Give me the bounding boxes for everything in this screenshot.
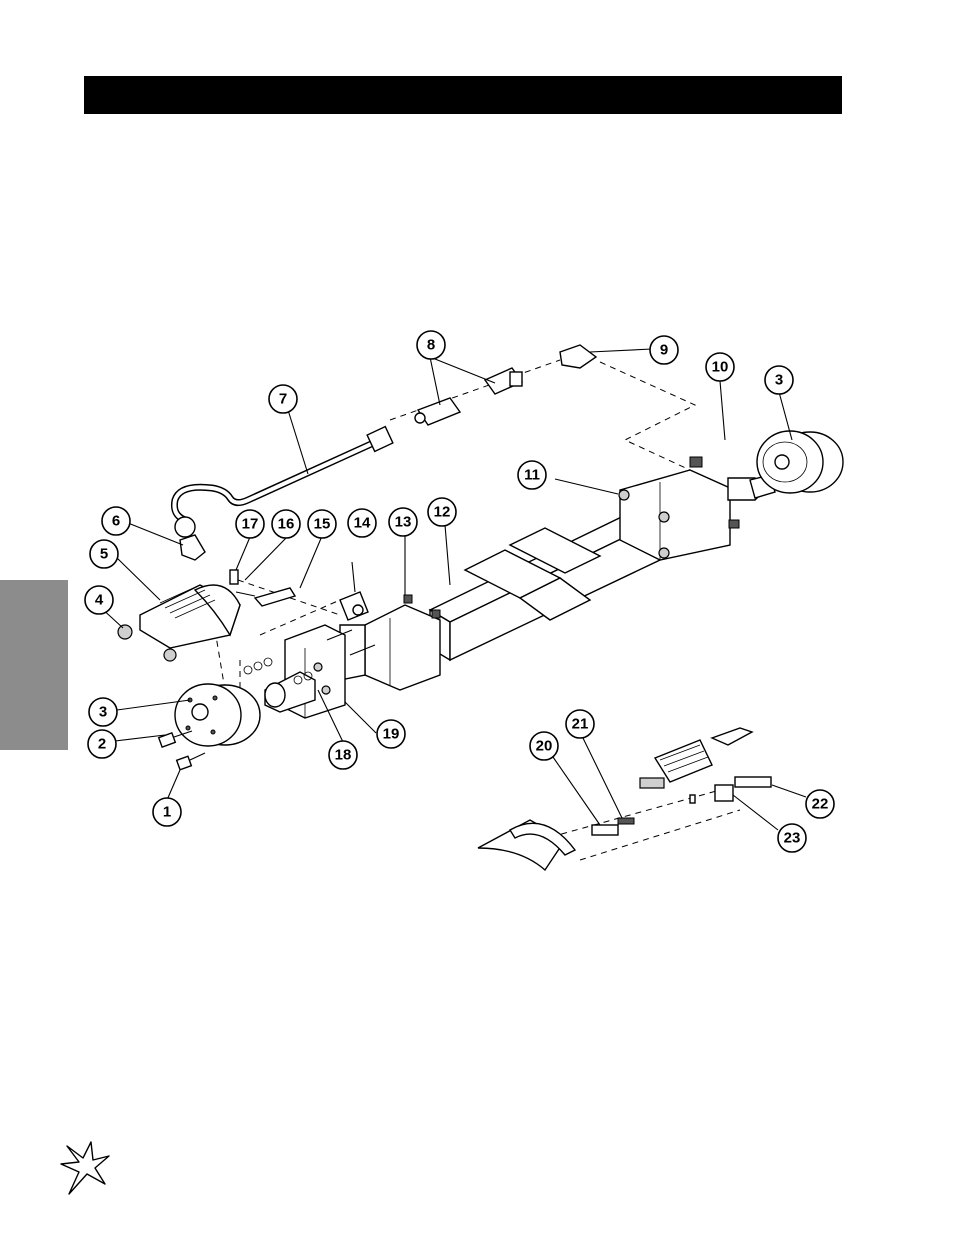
callout-6: 6 (101, 506, 131, 536)
callout-7: 7 (268, 384, 298, 414)
callout-23: 23 (777, 823, 807, 853)
svg-text:19: 19 (383, 726, 400, 743)
tee-fittings (414, 367, 524, 426)
callout-20: 20 (529, 731, 559, 761)
callout-13: 13 (388, 507, 418, 537)
callout-16: 16 (271, 509, 301, 539)
svg-text:15: 15 (314, 516, 331, 533)
studs-and-bearings (243, 629, 376, 685)
svg-text:16: 16 (278, 516, 295, 533)
callout-9: 9 (649, 335, 679, 365)
callout-14: 14 (347, 508, 377, 538)
svg-text:17: 17 (242, 516, 259, 533)
svg-text:18: 18 (335, 747, 352, 764)
callouts: 1 2 3 3 4 5 6 7 8 9 10 11 12 13 14 15 16… (84, 330, 835, 853)
callout-17: 17 (235, 509, 265, 539)
svg-text:12: 12 (434, 504, 451, 521)
spring-seat-brackets (463, 527, 602, 621)
star-burst-logo-icon (60, 1141, 110, 1195)
callout-1: 1 (152, 797, 182, 827)
left-brake-drum (174, 683, 261, 747)
right-axle-end (618, 456, 776, 561)
callout-12: 12 (427, 497, 457, 527)
elbow-fitting (559, 344, 598, 369)
svg-text:9: 9 (660, 342, 668, 359)
svg-text:5: 5 (100, 546, 108, 563)
svg-text:22: 22 (812, 796, 829, 813)
callout-2: 2 (87, 729, 117, 759)
section-side-tab (0, 580, 68, 750)
magnet-kit (477, 727, 772, 872)
callout-18: 18 (328, 740, 358, 770)
left-magnet-assembly (117, 584, 241, 662)
callout-11: 11 (517, 460, 547, 490)
svg-text:14: 14 (354, 515, 371, 532)
callout-5: 5 (89, 539, 119, 569)
svg-text:3: 3 (99, 704, 107, 721)
left-axle-end (339, 604, 441, 691)
svg-text:21: 21 (572, 716, 589, 733)
callout-19: 19 (376, 719, 406, 749)
svg-text:13: 13 (395, 514, 412, 531)
callout-15: 15 (307, 509, 337, 539)
callout-3-left: 3 (88, 697, 118, 727)
callout-10: 10 (705, 352, 735, 382)
header-bar (84, 76, 842, 114)
callout-4: 4 (84, 585, 114, 615)
svg-text:6: 6 (112, 513, 120, 530)
right-brake-drum (756, 430, 844, 494)
svg-text:20: 20 (536, 738, 553, 755)
left-brake-flange (264, 624, 346, 719)
svg-text:4: 4 (95, 592, 104, 609)
svg-text:2: 2 (98, 736, 106, 753)
svg-text:11: 11 (524, 467, 540, 484)
callout-22: 22 (805, 789, 835, 819)
svg-text:1: 1 (163, 804, 171, 821)
svg-text:10: 10 (712, 359, 729, 376)
callout-3-right: 3 (764, 365, 794, 395)
callout-21: 21 (565, 709, 595, 739)
bolts (157, 730, 206, 771)
mounting-hardware (229, 561, 441, 621)
callout-8: 8 (416, 330, 446, 360)
svg-text:3: 3 (775, 372, 783, 389)
svg-text:23: 23 (784, 830, 801, 847)
svg-text:8: 8 (427, 337, 435, 354)
leader-lines (98, 348, 807, 831)
brake-hose (171, 425, 394, 561)
svg-text:7: 7 (279, 391, 287, 408)
